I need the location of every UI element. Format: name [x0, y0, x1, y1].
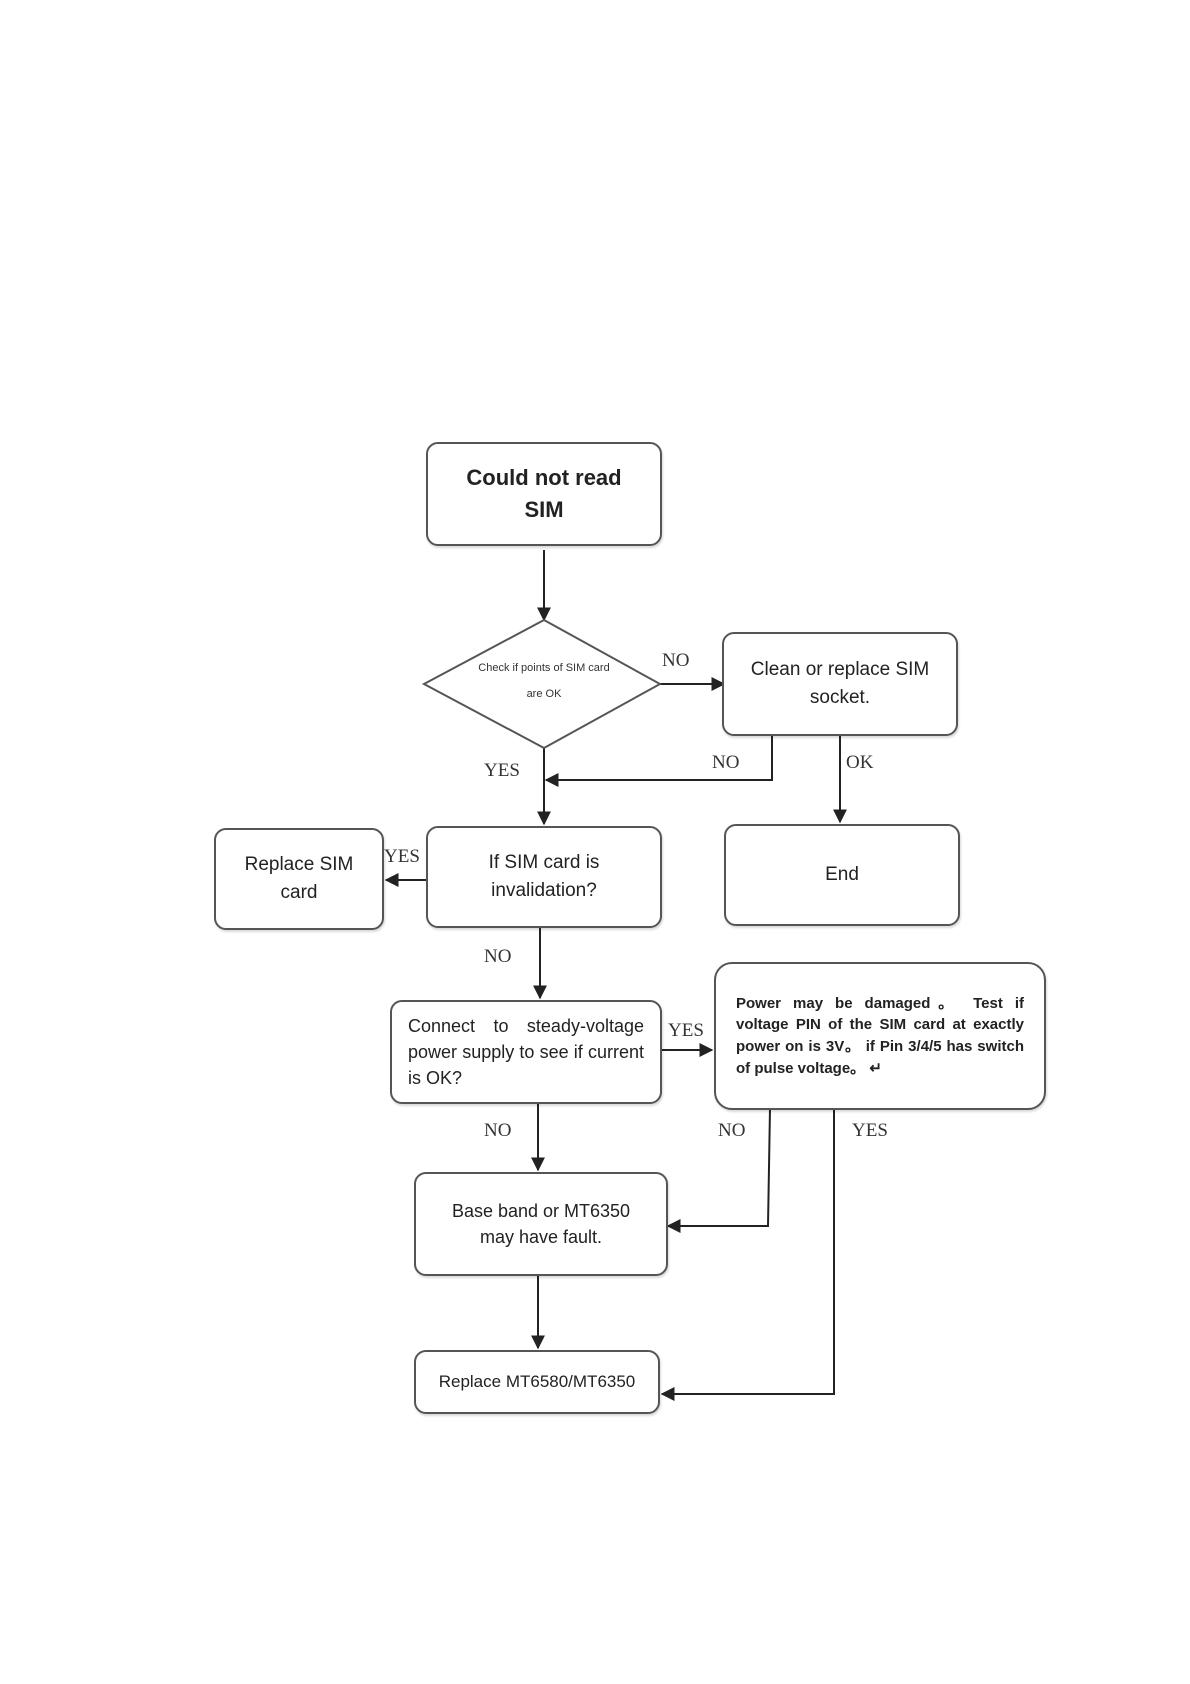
decision-label: Check if points of SIM card are OK — [478, 662, 610, 701]
node-replace-mt6580-mt6350: Replace MT6580/MT6350 — [414, 1350, 660, 1414]
edge-label-check-no: NO — [662, 650, 690, 671]
node-label: Base band or MT6350 may have fault. — [451, 1200, 631, 1247]
node-label: Replace MT6580/MT6350 — [438, 1371, 636, 1391]
node-label: If SIM card is invalidation? — [488, 852, 600, 901]
edge-label-check-yes: YES — [484, 760, 520, 781]
node-end: End — [724, 824, 960, 926]
decision-check-points: Check if points of SIM card are OK — [478, 655, 610, 708]
edge-label-clean-ok: OK — [846, 752, 874, 773]
edge-label-power-yes: YES — [852, 1120, 888, 1141]
node-replace-sim-card: Replace SIM card — [214, 828, 384, 930]
node-label: Could not read SIM — [466, 465, 622, 522]
node-could-not-read-sim: Could not read SIM — [426, 442, 662, 546]
node-label: Connect to steady-voltage power supply t… — [408, 1015, 644, 1089]
edge-label-power-no: NO — [718, 1120, 746, 1141]
node-clean-or-replace-socket: Clean or replace SIM socket. — [722, 632, 958, 736]
edge-power-to-replace-mt — [660, 1108, 835, 1401]
node-label: Clean or replace SIM socket. — [750, 659, 930, 708]
node-power-may-be-damaged: Power may be damaged。 Test if voltage PI… — [714, 962, 1046, 1110]
edge-label-connect-no: NO — [484, 1120, 512, 1141]
decision-diamond — [421, 618, 663, 750]
node-label: Power may be damaged。 Test if voltage PI… — [736, 994, 1024, 1077]
node-label: End — [825, 864, 859, 886]
edge-clean-back-to-main — [544, 734, 773, 787]
edge-label-clean-no: NO — [712, 752, 740, 773]
edge-label-invalid-no: NO — [484, 946, 512, 967]
node-baseband-fault: Base band or MT6350 may have fault. — [414, 1172, 668, 1276]
edge-label-connect-yes: YES — [668, 1020, 704, 1041]
node-label: Replace SIM card — [244, 854, 354, 903]
node-connect-steady-voltage: Connect to steady-voltage power supply t… — [390, 1000, 662, 1104]
edge-power-to-baseband — [666, 1107, 771, 1233]
node-sim-invalidation: If SIM card is invalidation? — [426, 826, 662, 928]
edge-label-invalid-yes: YES — [384, 846, 420, 867]
